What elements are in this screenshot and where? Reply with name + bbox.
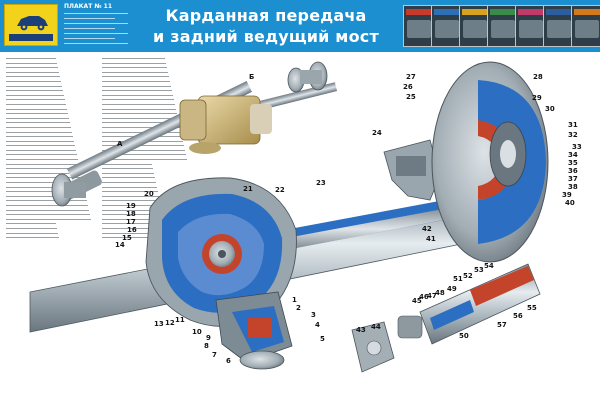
- exploded-pinion-parts: [351, 263, 541, 373]
- callout-34: 34: [568, 151, 578, 159]
- center-bearing-assembly: [179, 95, 272, 154]
- callout-4: 4: [315, 321, 320, 329]
- callout-50: 50: [459, 332, 469, 340]
- book-cover: [459, 5, 491, 47]
- callout-25: 25: [406, 93, 416, 101]
- callout-27: 27: [406, 73, 416, 81]
- callout-B: Б: [249, 73, 255, 81]
- callout-41: 41: [426, 235, 436, 243]
- callout-43: 43: [356, 326, 366, 334]
- callout-7: 7: [212, 351, 217, 359]
- page-title: Карданная передача и задний ведущий мост: [135, 5, 397, 47]
- callout-48: 48: [435, 289, 445, 297]
- callout-57: 57: [497, 321, 507, 329]
- title-line-1: Карданная передача: [165, 6, 367, 25]
- title-line-2: и задний ведущий мост: [153, 27, 379, 46]
- callout-13: 13: [154, 320, 164, 328]
- callout-19: 19: [126, 202, 136, 210]
- callout-33: 33: [572, 143, 582, 151]
- callout-10: 10: [192, 328, 202, 336]
- callout-14: 14: [115, 241, 125, 249]
- rear-shaft-flange: [287, 61, 328, 93]
- callout-42: 42: [422, 225, 432, 233]
- callout-36: 36: [568, 167, 578, 175]
- parts-legend: [6, 58, 196, 248]
- legend-column-2: [102, 58, 188, 242]
- axle-cutaway-illustration: [29, 61, 549, 373]
- callout-A: A: [117, 140, 123, 148]
- pinion-housing: [215, 291, 293, 370]
- callout-37: 37: [568, 175, 578, 183]
- spring-bracket: [383, 139, 441, 201]
- book-cover: [403, 5, 435, 47]
- book-cover: [543, 5, 575, 47]
- callout-49: 49: [447, 285, 457, 293]
- callout-23: 23: [316, 179, 326, 187]
- car-logo-icon: [17, 16, 48, 31]
- brake-drum: [431, 61, 549, 263]
- callout-17: 17: [126, 218, 136, 226]
- callout-22: 22: [275, 186, 285, 194]
- front-universal-joint: [51, 173, 86, 207]
- callout-29: 29: [532, 94, 542, 102]
- callout-21: 21: [243, 185, 253, 193]
- callout-32: 32: [568, 131, 578, 139]
- callout-2: 2: [296, 304, 301, 312]
- callout-20: 20: [144, 190, 154, 198]
- callout-44: 44: [371, 323, 381, 331]
- callout-52: 52: [463, 272, 473, 280]
- callout-56: 56: [513, 312, 523, 320]
- publisher-logo: [4, 4, 58, 46]
- callout-30: 30: [545, 105, 555, 113]
- callout-11: 11: [175, 316, 185, 324]
- callout-16: 16: [127, 226, 137, 234]
- callout-51: 51: [453, 275, 463, 283]
- callout-53: 53: [474, 266, 484, 274]
- callout-54: 54: [484, 262, 494, 270]
- callout-26: 26: [403, 83, 413, 91]
- callout-5: 5: [320, 335, 325, 343]
- book-cover: [571, 5, 600, 47]
- callout-1: 1: [292, 296, 297, 304]
- poster-number: ПЛАКАТ № 11: [64, 3, 113, 10]
- callout-55: 55: [527, 304, 537, 312]
- callout-24: 24: [372, 129, 382, 137]
- callout-46: 46: [419, 293, 429, 301]
- book-cover: [487, 5, 519, 47]
- callout-12: 12: [165, 319, 175, 327]
- callout-28: 28: [533, 73, 543, 81]
- callout-3: 3: [311, 311, 316, 319]
- callout-31: 31: [568, 121, 578, 129]
- book-cover: [431, 5, 463, 47]
- callout-39: 39: [562, 191, 572, 199]
- callout-40: 40: [565, 199, 575, 207]
- callout-45: 45: [412, 297, 422, 305]
- callout-9: 9: [206, 334, 211, 342]
- header-bar: ПЛАКАТ № 11 Карданная передача и задний …: [0, 0, 600, 52]
- header-fine-print: [64, 13, 128, 48]
- callout-6: 6: [226, 357, 231, 365]
- legend-column-1: [6, 58, 92, 242]
- callout-8: 8: [204, 342, 209, 350]
- callout-18: 18: [126, 210, 136, 218]
- differential-housing: [145, 177, 297, 327]
- callout-47: 47: [427, 292, 437, 300]
- callout-15: 15: [122, 234, 132, 242]
- callout-38: 38: [568, 183, 578, 191]
- book-cover: [515, 5, 547, 47]
- callout-35: 35: [568, 159, 578, 167]
